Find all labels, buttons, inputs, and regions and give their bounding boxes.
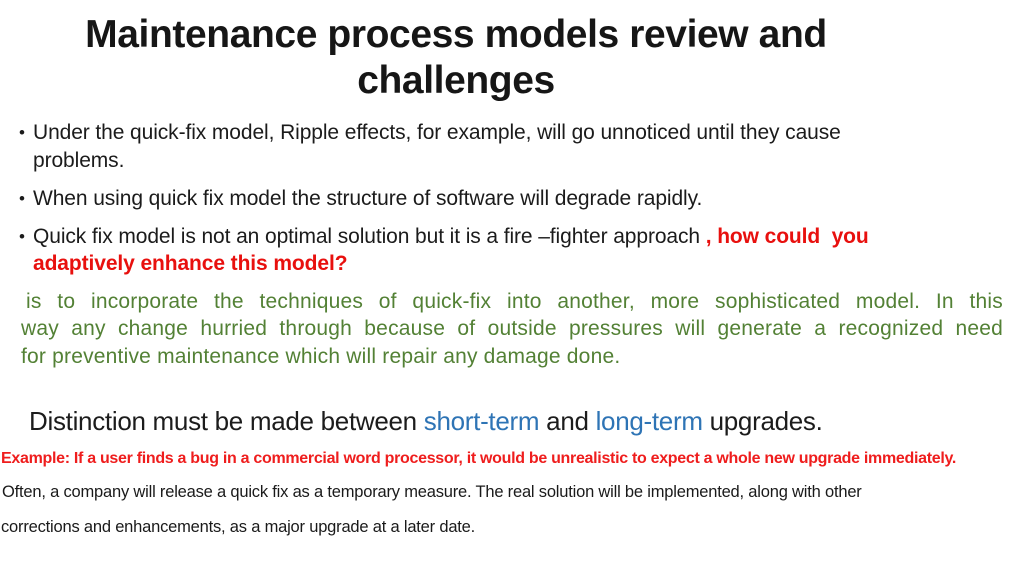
bullet-dot: • — [19, 189, 25, 208]
bullet-2-text: When using quick fix model the structure… — [33, 187, 703, 210]
green-paragraph-line-1: is to incorporate the techniques of quic… — [26, 290, 1003, 313]
bullet-2-line-1: • When using quick fix model the structur… — [19, 186, 702, 212]
green-paragraph-line-2: way any change hurried through because o… — [21, 317, 1003, 340]
bullet-dot: • — [19, 227, 25, 246]
bullet-3-line-2: adaptively enhance this model? — [33, 251, 348, 277]
bullet-1-text: Under the quick-fix model, Ripple effect… — [33, 121, 841, 144]
green-paragraph-line-3: for preventive maintenance which will re… — [21, 345, 621, 368]
bullet-1-line-1: • Under the quick-fix model, Ripple effec… — [19, 120, 841, 146]
bullet-3-black-text: Quick fix model is not an optimal soluti… — [33, 225, 706, 248]
slide-title-line-2: challenges — [357, 59, 555, 102]
bullet-3-red-question-part1: , how could you — [705, 225, 869, 248]
bullet-3-line-1: • Quick fix model is not an optimal solut… — [19, 224, 869, 250]
distinction-part-1: Distinction must be made between — [29, 406, 424, 436]
slide-title: Maintenance process models review and ch… — [0, 12, 912, 104]
distinction-sentence: Distinction must be made between short-t… — [29, 405, 823, 437]
bullet-1-line-2: problems. — [33, 148, 124, 174]
distinction-part-2: and — [539, 406, 596, 436]
footer-line-2: corrections and enhancements, as a major… — [1, 518, 476, 536]
long-term-text: long-term — [595, 406, 703, 436]
short-term-text: short-term — [423, 406, 540, 436]
bullet-3-red-question-part2: adaptively enhance this model? — [33, 252, 348, 275]
bullet-1-wrap-text: problems. — [33, 149, 125, 172]
example-note: Example: If a user finds a bug in a comm… — [1, 450, 957, 467]
bullet-dot: • — [19, 123, 25, 142]
footer-line-1: Often, a company will release a quick fi… — [2, 483, 862, 501]
distinction-part-3: upgrades. — [702, 406, 823, 436]
slide-title-line-1: Maintenance process models review and — [85, 13, 827, 56]
